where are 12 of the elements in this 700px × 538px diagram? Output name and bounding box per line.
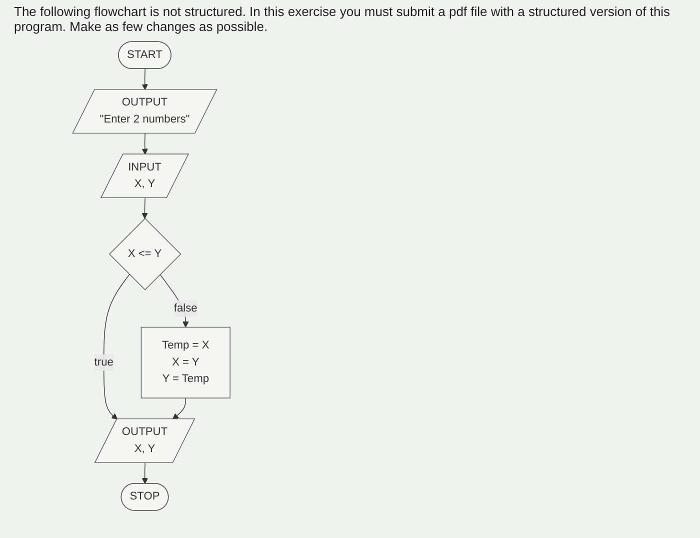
arrow <box>160 274 189 328</box>
node-diamond: X <= Y <box>108 218 182 290</box>
node-box: Temp = X X = Y Y = Temp <box>140 326 230 398</box>
arrow <box>142 462 148 484</box>
edge-label: false <box>174 302 198 314</box>
arrow <box>104 274 130 420</box>
arrow <box>172 398 186 420</box>
arrow <box>142 133 148 155</box>
arrow <box>142 68 148 90</box>
arrow <box>142 198 148 219</box>
instruction-text: The following flowchart is not structured. In this exercise you must submit a pdf file with a structured version of this program. Make as few changes as possible. <box>14 4 672 34</box>
edge-label: true <box>94 356 114 368</box>
